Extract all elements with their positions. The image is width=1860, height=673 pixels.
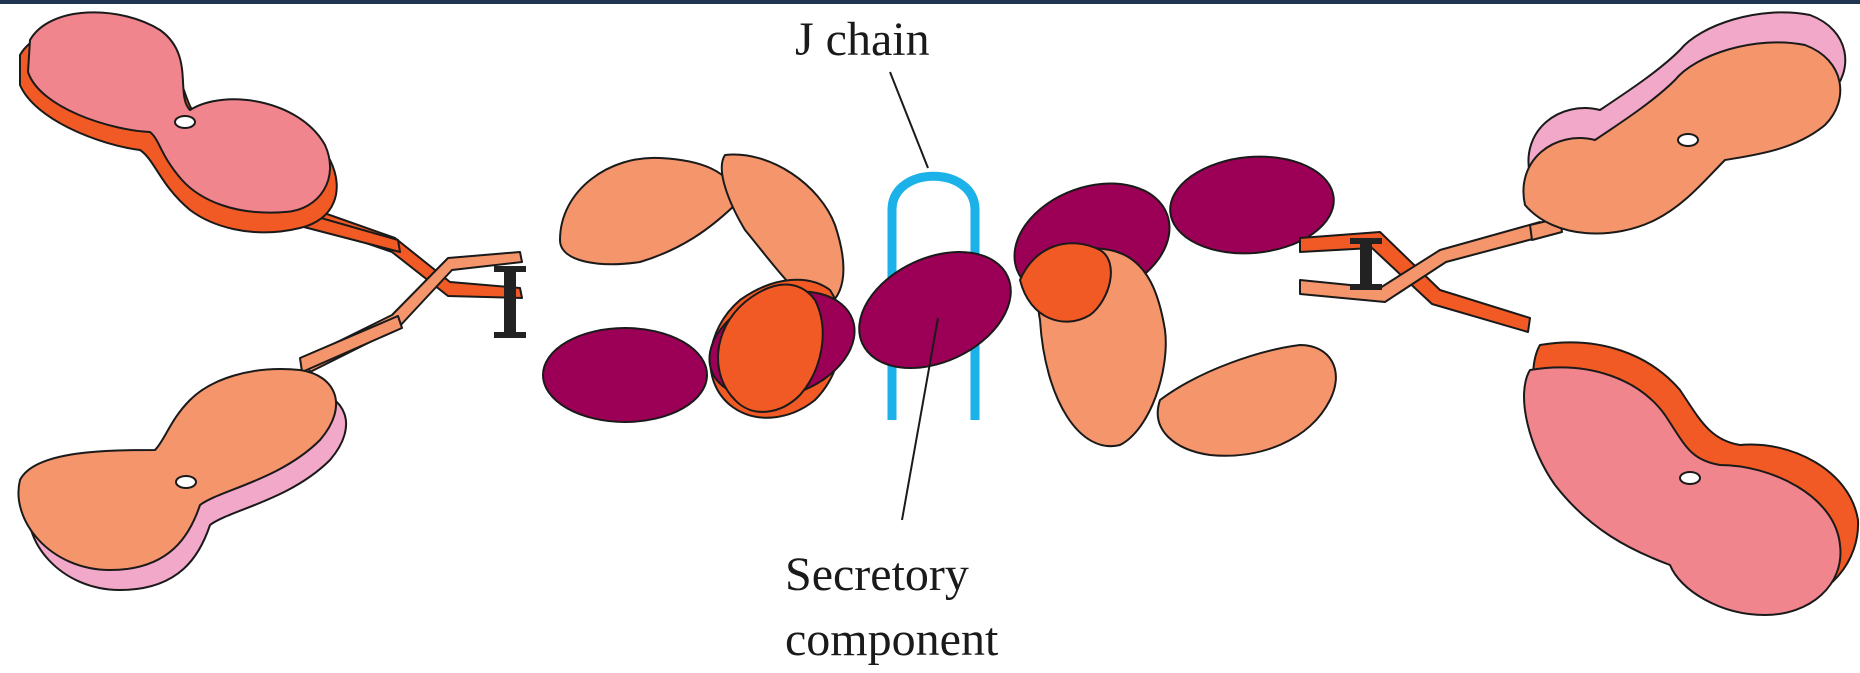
- left-fc-region: [543, 155, 870, 422]
- secretory-domain: [543, 328, 707, 422]
- left-disulfide-cap-top: [494, 266, 526, 272]
- left-disulfide-bond: [504, 268, 516, 336]
- secretory-domain-center: [841, 229, 1030, 391]
- secretory-component-label-line1: Secretory: [785, 548, 969, 601]
- left-lower-fab-arm: [18, 369, 346, 590]
- left-iga-monomer: [18, 12, 869, 590]
- right-fc-region: [1020, 243, 1336, 456]
- left-hinge: [300, 208, 522, 372]
- left-upper-fab-arm: [20, 12, 337, 232]
- left-disulfide-cap-bottom: [494, 332, 526, 338]
- top-border: [0, 0, 1860, 4]
- right-disulfide-cap-bottom: [1350, 284, 1382, 290]
- right-lower-fab-arm: [1524, 342, 1858, 615]
- right-upper-fab-arm: [1523, 12, 1845, 233]
- j-chain-label: J chain: [795, 13, 930, 66]
- j-chain-leader-line: [890, 72, 928, 168]
- secretory-component-label-line2: component: [785, 613, 999, 666]
- right-iga-monomer: [1020, 12, 1858, 615]
- right-hinge: [1300, 218, 1562, 332]
- right-disulfide-cap-top: [1350, 238, 1382, 244]
- right-disulfide-bond: [1360, 240, 1372, 288]
